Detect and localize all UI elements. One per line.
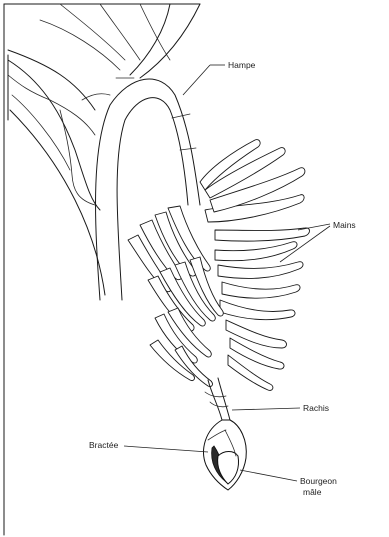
banana-hands [128, 140, 310, 391]
label-bourgeon-line1: Bourgeon [300, 476, 337, 486]
label-mains: Mains [333, 220, 356, 230]
label-hampe: Hampe [228, 60, 256, 70]
label-bourgeon-line2: mâle [303, 487, 322, 497]
label-bractee: Bractée [89, 440, 119, 450]
rachis-axis [205, 378, 230, 420]
male-bud [204, 420, 247, 490]
label-rachis: Rachis [303, 403, 329, 413]
